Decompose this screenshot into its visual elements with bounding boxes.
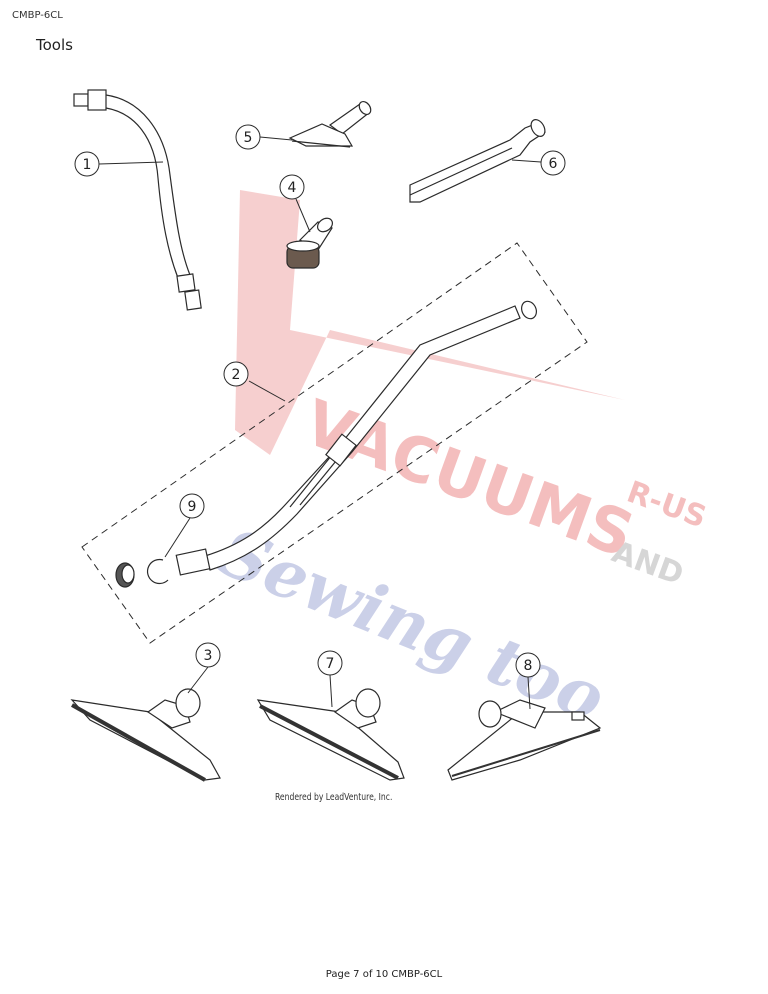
callout-4: 4 (279, 174, 305, 200)
wand-kit-dashed-outline (81, 242, 588, 644)
render-credit: Rendered by LeadVenture, Inc. (275, 792, 393, 803)
watermark-v-shape (235, 190, 625, 455)
svg-text:2: 2 (232, 367, 241, 383)
document-code: CMBP-6CL (12, 10, 63, 21)
svg-text:4: 4 (288, 180, 297, 196)
part-2-wand-kit (81, 242, 588, 644)
callouts: 1 2 3 4 5 6 7 8 9 (74, 124, 566, 678)
callout-3: 3 (195, 642, 221, 668)
svg-text:8: 8 (524, 658, 533, 674)
part-8-squeegee-tool (447, 699, 602, 781)
watermark-vacuums-text: VACUUMS (295, 385, 644, 571)
callout-5: 5 (235, 124, 261, 150)
svg-text:6: 6 (549, 156, 558, 172)
part-4-dusting-brush (286, 217, 334, 269)
callout-leaders (98, 136, 542, 710)
watermark: VACUUMS R-US AND Sewing too (209, 190, 711, 737)
svg-text:5: 5 (244, 130, 253, 146)
wand-kit-clip-ring (146, 558, 169, 585)
callout-7: 7 (317, 650, 343, 676)
callout-1: 1 (74, 151, 100, 177)
svg-text:7: 7 (326, 656, 335, 672)
part-3-floor-brush (70, 688, 221, 782)
callout-6: 6 (540, 150, 566, 176)
callout-8: 8 (515, 652, 541, 678)
callout-2: 2 (223, 361, 249, 387)
part-7-floor-brush (256, 688, 405, 781)
svg-text:1: 1 (83, 157, 92, 173)
part-5-upholstery-tool (288, 100, 372, 148)
svg-text:3: 3 (204, 648, 213, 664)
svg-text:9: 9 (188, 499, 197, 515)
section-title: Tools (36, 36, 73, 54)
watermark-rus-text: R-US (622, 475, 711, 536)
wand-kit-ring-nut (115, 562, 135, 588)
watermark-and-text: AND (607, 535, 688, 593)
part-1-hose (73, 89, 202, 311)
part-6-crevice-tool (409, 119, 546, 203)
callout-9: 9 (179, 493, 205, 519)
page-footer: Page 7 of 10 CMBP-6CL (325, 969, 443, 980)
